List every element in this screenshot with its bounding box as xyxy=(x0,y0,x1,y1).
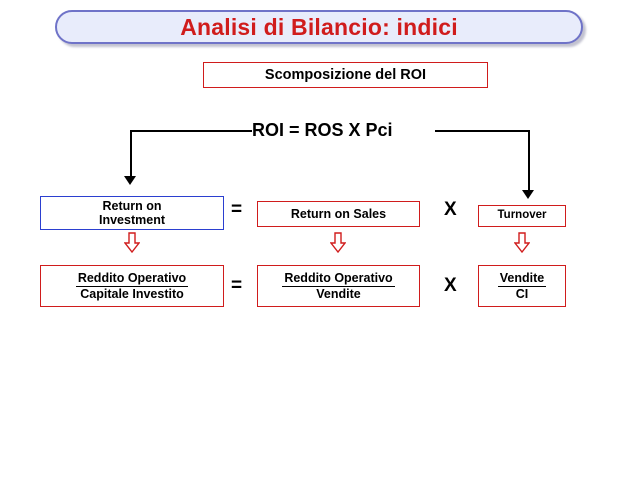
box-pci-label: Turnover xyxy=(497,209,547,222)
arrow-down-icon-left xyxy=(124,176,136,185)
formula-label: ROI = ROS X Pci xyxy=(252,120,393,140)
box-return-on-sales: Return on Sales xyxy=(257,201,420,227)
red-down-arrow-icon-ros xyxy=(329,232,347,254)
red-down-arrow-svg xyxy=(123,232,141,254)
fraction-ros-denominator: Vendite xyxy=(316,286,361,301)
fraction-pci-denominator: CI xyxy=(515,286,529,301)
connector-line-right-vertical xyxy=(528,130,530,192)
fraction-roi: Reddito Operativo Capitale Investito xyxy=(74,271,190,301)
box-roi-fraction: Reddito Operativo Capitale Investito xyxy=(40,265,224,307)
subtitle-text: Scomposizione del ROI xyxy=(264,67,427,83)
box-turnover: Turnover xyxy=(478,205,566,227)
red-down-arrow-icon-pci xyxy=(513,232,531,254)
fraction-roi-denominator: Capitale Investito xyxy=(80,286,184,301)
box-roi-line1: Return on xyxy=(102,198,162,213)
arrow-down-icon-right xyxy=(522,190,534,199)
fraction-roi-numerator: Reddito Operativo xyxy=(75,271,189,287)
box-roi-line2: Investment xyxy=(99,213,165,227)
fraction-ros: Reddito Operativo Vendite xyxy=(280,271,396,301)
fraction-ros-numerator: Reddito Operativo xyxy=(282,271,395,287)
operator-times-row1: X xyxy=(444,199,457,220)
subtitle-box: Scomposizione del ROI xyxy=(203,62,488,88)
red-down-arrow-svg xyxy=(329,232,347,254)
slide-title-banner: Analisi di Bilancio: indici xyxy=(55,10,583,44)
box-ros-fraction: Reddito Operativo Vendite xyxy=(257,265,420,307)
page-title: Analisi di Bilancio: indici xyxy=(180,13,458,40)
connector-line-left-vertical xyxy=(130,130,132,178)
box-ros-label: Return on Sales xyxy=(290,206,387,221)
operator-equals-row2: = xyxy=(231,275,243,296)
connector-line-right-horizontal xyxy=(435,130,530,132)
red-down-arrow-icon-roi xyxy=(123,232,141,254)
fraction-pci: Vendite CI xyxy=(496,271,548,301)
operator-equals-row1: = xyxy=(231,199,243,220)
red-down-arrow-svg xyxy=(513,232,531,254)
box-pci-fraction: Vendite CI xyxy=(478,265,566,307)
operator-times-row2: X xyxy=(444,275,457,296)
box-return-on-investment: Return on Investment xyxy=(40,196,224,230)
box-roi-label: Return on Investment xyxy=(97,199,167,228)
fraction-pci-numerator: Vendite xyxy=(497,271,547,287)
connector-line-left-horizontal xyxy=(130,130,252,132)
